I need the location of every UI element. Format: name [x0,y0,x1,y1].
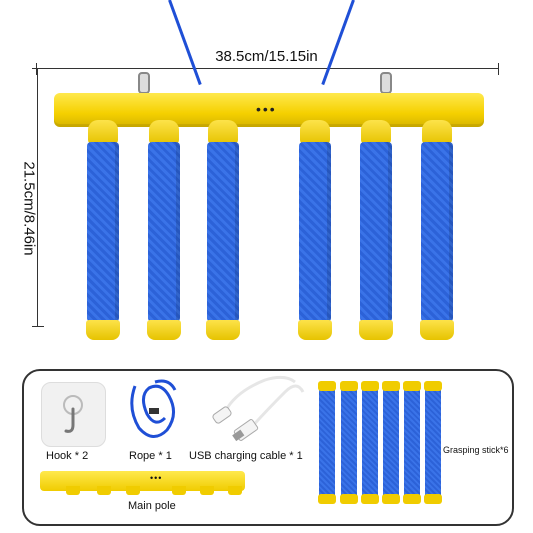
mini-pole-peg [200,486,214,495]
stick-cap [298,320,332,340]
stick-cap [382,494,400,504]
width-dimension-label: 38.5cm/15.15in [215,48,318,65]
mini-pole-peg [66,486,80,495]
mini-pole-peg [126,486,140,495]
width-dimension-line [36,63,499,75]
stick-cap [403,494,421,504]
rope-right [321,0,355,86]
rope-clip-right [380,72,392,94]
collar [361,120,391,144]
collar [149,120,179,144]
hook-label: Hook * 2 [46,450,89,462]
grasping-stick [360,142,392,322]
mini-pole-peg [172,486,186,495]
height-dimension-line [32,68,44,327]
rope-left [168,0,202,86]
grasping-stick-label: Grasping stick*6 [443,445,509,455]
mini-indicator-lights: ••• [150,473,163,483]
loose-grasping-stick [425,384,441,502]
rope-icon [130,379,177,438]
stick-cap [318,381,336,391]
stick-cap [361,381,379,391]
stick-cap [361,494,379,504]
collar [88,120,118,144]
hook-icon [63,395,83,433]
collar [422,120,452,144]
grasping-stick [207,142,239,322]
loose-grasping-stick [341,384,357,502]
stick-cap [206,320,240,340]
mini-pole-peg [97,486,111,495]
rope-label: Rope * 1 [129,450,172,462]
stick-cap [147,320,181,340]
stick-cap [382,381,400,391]
collar [208,120,238,144]
loose-grasping-stick [362,384,378,502]
stick-cap [340,381,358,391]
mini-main-pole: ••• [40,471,245,491]
stick-cap [420,320,454,340]
hook-image [41,382,106,447]
usb-cable-image [205,372,305,442]
grasping-stick [299,142,331,322]
usb-cable-label: USB charging cable * 1 [189,450,303,462]
stick-cap [424,381,442,391]
stick-cap [318,494,336,504]
stick-cap [359,320,393,340]
grasping-stick [421,142,453,322]
usb-cable-icon [212,375,305,442]
indicator-lights: ••• [256,101,277,117]
stick-cap [424,494,442,504]
mini-pole-peg [228,486,242,495]
grasping-stick [87,142,119,322]
rope-clip-left [138,72,150,94]
loose-grasping-stick [319,384,335,502]
grasping-stick [148,142,180,322]
stick-cap [86,320,120,340]
loose-grasping-stick [383,384,399,502]
collar [300,120,330,144]
height-dimension-label: 21.5cm/8.46in [20,161,38,256]
main-pole: ••• [54,93,484,127]
stick-cap [340,494,358,504]
accessories-panel [22,369,514,526]
loose-grasping-stick [404,384,420,502]
rope-image [125,378,185,444]
main-pole-label: Main pole [128,500,176,512]
stick-cap [403,381,421,391]
